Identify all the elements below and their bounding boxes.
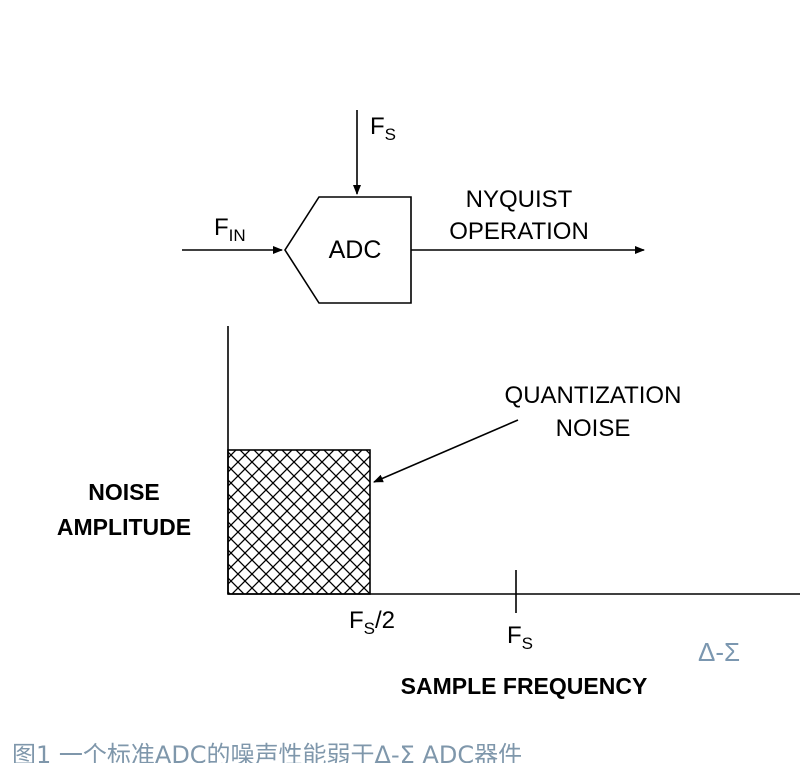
annotation-line2: NOISE	[556, 415, 631, 442]
adc-label: ADC	[329, 236, 382, 264]
tick-label-fs: FS	[507, 622, 533, 653]
adc-block-shape	[284, 196, 412, 304]
output-label-line1: NYQUIST	[466, 186, 573, 213]
annotation-line1: QUANTIZATION	[505, 382, 682, 409]
delta-sigma-label: Δ-Σ	[698, 637, 740, 667]
annotation-arrow	[373, 419, 519, 483]
fs-input-label: FS	[370, 113, 396, 144]
x-axis-label: SAMPLE FREQUENCY	[401, 673, 648, 699]
fin-input-label: FIN	[214, 214, 246, 245]
figure-caption: 图1 一个标准ADC的噪声性能弱于Δ-Σ ADC器件	[12, 741, 522, 763]
output-label-line2: OPERATION	[449, 218, 589, 245]
y-axis-label-line2: AMPLITUDE	[57, 514, 191, 540]
tick-label-fs-half: FS/2	[349, 607, 395, 638]
quantization-noise-region	[227, 449, 371, 595]
y-axis-label-line1: NOISE	[88, 479, 160, 505]
